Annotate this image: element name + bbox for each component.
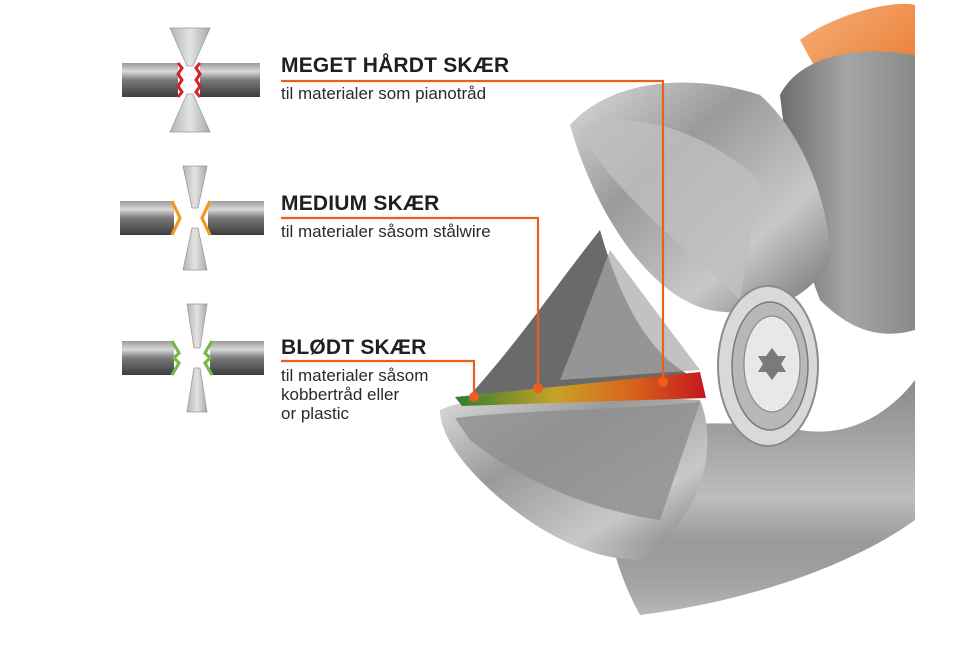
pliers-torx-socket (758, 348, 786, 380)
label-medium-title: MEDIUM SKÆR (281, 192, 440, 215)
hard-wire-left (122, 63, 178, 97)
label-soft: BLØDT SKÆR til materialer såsom kobbertr… (281, 336, 541, 423)
hard-blade-top (169, 27, 211, 67)
leader-lines (281, 79, 668, 402)
pliers-cutting-edge (455, 372, 706, 406)
soft-wire-right (210, 341, 264, 375)
medium-blade-bottom (182, 227, 208, 271)
pliers-lower-blade-face (455, 402, 700, 520)
label-soft-desc-line-3: or plastic (281, 404, 350, 423)
leader-line-soft (281, 359, 476, 397)
pliers-upper-blade-face (578, 120, 760, 301)
medium-wire-left (120, 201, 174, 235)
pliers-bottom-fade (420, 540, 920, 672)
pliers-jaw-inner-highlight (560, 250, 700, 380)
label-hard: MEGET HÅRDT SKÆR til materialer som pian… (281, 54, 541, 103)
soft-wire-edge-left (170, 340, 182, 376)
medium-cut-icon (120, 165, 264, 271)
soft-blade-bottom (186, 367, 208, 413)
medium-wire-edge-left (170, 200, 182, 236)
label-soft-desc-line-2: kobbertråd eller (281, 385, 400, 404)
hard-cut-icon (122, 27, 260, 133)
label-soft-desc-line-1: til materialer såsom (281, 366, 429, 385)
label-soft-title: BLØDT SKÆR (281, 336, 427, 359)
label-medium: MEDIUM SKÆR til materialer såsom stålwir… (281, 192, 541, 241)
leader-line-hard (281, 79, 665, 382)
soft-cut-icon (122, 303, 264, 413)
label-hard-desc: til materialer som pianotråd (281, 84, 487, 103)
hard-blade-bottom (169, 93, 211, 133)
medium-wire-edge-right (200, 200, 212, 236)
hard-wire-right (200, 63, 260, 97)
hard-wire-edge-right (194, 62, 202, 98)
soft-blade-top (186, 303, 208, 349)
leader-dot-medium (533, 383, 543, 393)
medium-blade-top (182, 165, 208, 209)
medium-wire-right (208, 201, 264, 235)
leader-dot-soft (469, 392, 479, 402)
label-hard-title: MEGET HÅRDT SKÆR (281, 54, 510, 77)
cutting-pliers-icon (420, 3, 920, 672)
leader-dot-hard (658, 377, 668, 387)
leader-line-medium (281, 216, 540, 388)
hard-wire-edge-left (176, 62, 184, 98)
soft-wire-edge-right (202, 340, 214, 376)
label-medium-desc: til materialer såsom stålwire (281, 222, 491, 241)
soft-wire-left (122, 341, 174, 375)
